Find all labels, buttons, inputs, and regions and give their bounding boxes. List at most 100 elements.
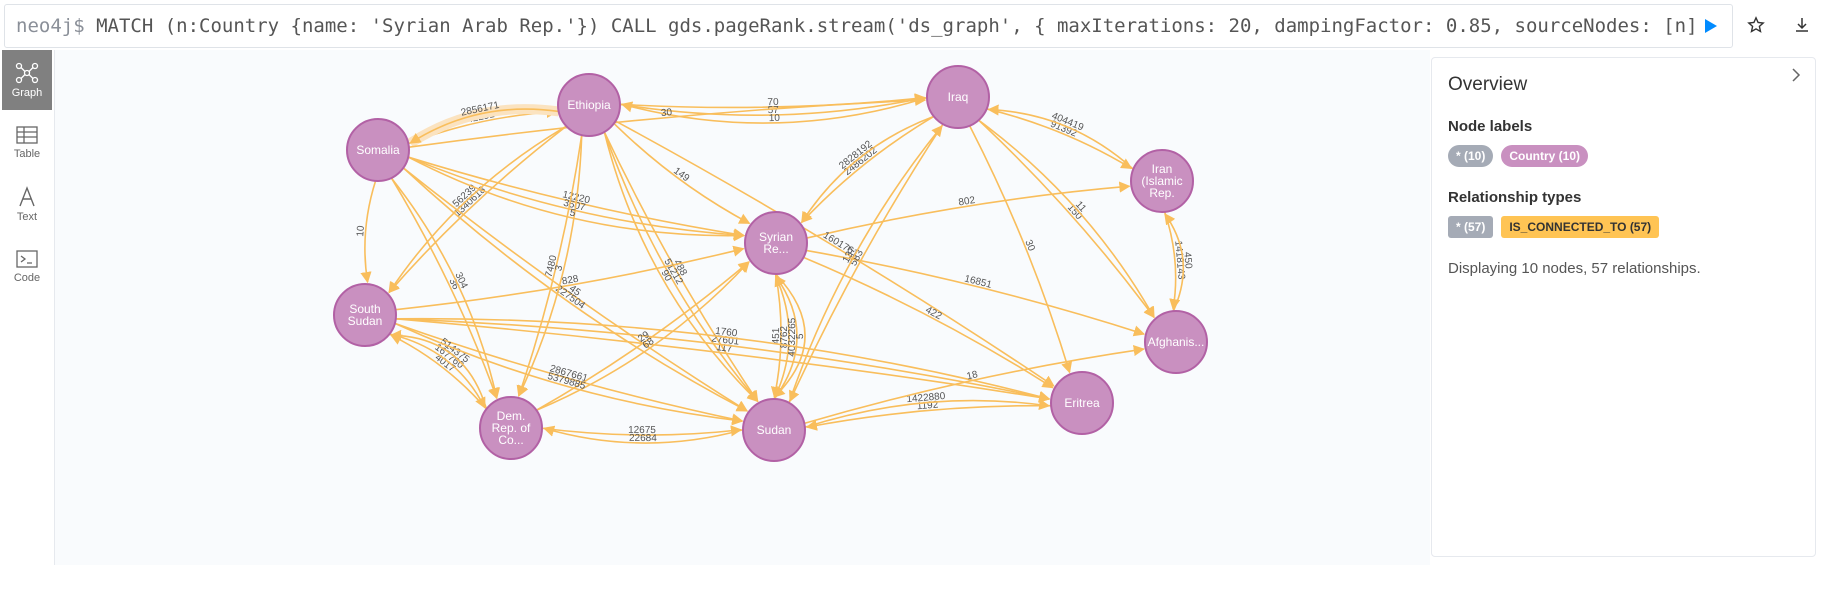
relationship-edge[interactable]: 10: [620, 96, 928, 124]
edge-line[interactable]: [388, 125, 567, 294]
relationship-edge[interactable]: 150: [978, 119, 1155, 319]
relationship-edge[interactable]: 5: [407, 156, 745, 242]
edge-line[interactable]: [987, 104, 1134, 170]
relationship-edge[interactable]: 451: [770, 273, 782, 399]
edge-line[interactable]: [389, 333, 486, 409]
edge-line[interactable]: [1164, 212, 1185, 312]
edge-line[interactable]: [402, 167, 749, 412]
edge-line[interactable]: [390, 177, 501, 400]
edge-line[interactable]: [613, 122, 751, 225]
node-circle[interactable]: [926, 65, 990, 129]
relationship-edge[interactable]: 12675: [541, 425, 743, 437]
edge-line[interactable]: [395, 245, 745, 311]
edge-line[interactable]: [407, 156, 745, 242]
node-circle[interactable]: [742, 398, 806, 462]
relationship-edge[interactable]: 5: [773, 273, 806, 398]
edge-line[interactable]: [408, 94, 927, 148]
edge-line[interactable]: [804, 344, 1145, 425]
relationship-edge[interactable]: 7480: [516, 135, 583, 397]
rel-type-chip-all[interactable]: * (57): [1448, 216, 1494, 238]
edge-line[interactable]: [395, 317, 1051, 403]
relationship-edge[interactable]: 2856171: [407, 100, 560, 148]
edge-line[interactable]: [394, 322, 744, 425]
edge-line[interactable]: [986, 108, 1133, 170]
relationship-edge[interactable]: 3: [518, 135, 583, 397]
relationship-edge[interactable]: 27601: [395, 317, 1051, 403]
edge-line[interactable]: [968, 125, 1073, 374]
node-circle[interactable]: [557, 73, 621, 137]
edge-line[interactable]: [516, 135, 583, 397]
edge-line[interactable]: [773, 274, 790, 400]
edge-line[interactable]: [541, 425, 743, 437]
node-circle[interactable]: [333, 283, 397, 347]
edge-line[interactable]: [804, 398, 1051, 429]
edge-line[interactable]: [789, 123, 944, 403]
edge-line[interactable]: [542, 425, 744, 444]
edge-line[interactable]: [360, 180, 377, 284]
relationship-edge[interactable]: 1192: [805, 400, 1052, 431]
edge-line[interactable]: [407, 156, 745, 241]
relationship-edge[interactable]: 149: [613, 122, 751, 225]
relationship-edge[interactable]: 404419: [987, 104, 1134, 170]
edge-line[interactable]: [603, 131, 759, 403]
relationship-edge[interactable]: 57: [619, 94, 927, 116]
edge-line[interactable]: [394, 322, 744, 426]
edge-line[interactable]: [402, 167, 749, 412]
edge-line[interactable]: [800, 115, 935, 224]
edge-line[interactable]: [615, 120, 1055, 387]
edge-line[interactable]: [978, 119, 1155, 319]
relationship-edge[interactable]: 18: [804, 344, 1145, 425]
relationship-edge[interactable]: 1601761: [615, 120, 1055, 387]
query-text[interactable]: MATCH (n:Country {name: 'Syrian Arab Rep…: [96, 15, 1696, 37]
country-node-iraq[interactable]: Iraq: [926, 65, 990, 129]
edge-line[interactable]: [518, 135, 583, 397]
fit-to-screen-button[interactable]: [1440, 503, 1474, 598]
relationship-edge[interactable]: 8762: [773, 274, 790, 400]
run-query-button[interactable]: [1696, 12, 1724, 40]
edge-line[interactable]: [395, 317, 1051, 402]
node-circle[interactable]: [479, 396, 543, 460]
relationship-edge[interactable]: 22684: [542, 425, 744, 444]
relationship-edge[interactable]: 1760: [395, 317, 1051, 402]
country-node-ethiopia[interactable]: Ethiopia: [557, 73, 621, 137]
relationship-edge[interactable]: 802: [806, 181, 1131, 239]
node-circle[interactable]: [1144, 310, 1208, 374]
edge-line[interactable]: [805, 404, 1052, 431]
edge-line[interactable]: [390, 177, 499, 400]
node-label-chip-all[interactable]: * (10): [1448, 145, 1494, 167]
country-node-sudan[interactable]: Sudan: [742, 398, 806, 462]
country-node-drc[interactable]: Dem.Rep. ofCo...: [479, 396, 543, 460]
edge-line[interactable]: [536, 261, 750, 411]
edge-line[interactable]: [770, 273, 782, 399]
edge-line[interactable]: [603, 131, 759, 403]
node-label-chip-country[interactable]: Country (10): [1501, 145, 1589, 167]
download-button[interactable]: [1787, 10, 1817, 40]
edge-line[interactable]: [801, 115, 935, 224]
edge-line[interactable]: [407, 156, 745, 240]
edge-line[interactable]: [773, 273, 806, 398]
relationship-edge[interactable]: 90: [603, 131, 759, 403]
node-circle[interactable]: [744, 211, 808, 275]
relationship-edge[interactable]: 1422880: [804, 391, 1051, 429]
view-code-button[interactable]: Code: [2, 236, 52, 296]
edge-line[interactable]: [803, 256, 1054, 389]
relationship-edge[interactable]: 30: [408, 94, 927, 148]
edge-line[interactable]: [978, 119, 1155, 319]
node-circle[interactable]: [1050, 371, 1114, 435]
relationship-edge[interactable]: 4032265: [773, 275, 798, 400]
country-node-eritrea[interactable]: Eritrea: [1050, 371, 1114, 435]
relationship-edge[interactable]: 828: [395, 245, 745, 311]
edge-line[interactable]: [395, 317, 1051, 403]
edge-line[interactable]: [536, 261, 750, 411]
relationship-edge[interactable]: 30: [968, 125, 1073, 374]
relationship-edge[interactable]: 11: [978, 119, 1155, 319]
edge-line[interactable]: [389, 329, 488, 410]
relationship-edge[interactable]: 514375: [389, 329, 488, 410]
country-node-somalia[interactable]: Somalia: [346, 118, 410, 182]
country-node-syria[interactable]: SyrianRe...: [744, 211, 808, 275]
relationship-edge[interactable]: 450: [1164, 212, 1194, 312]
view-graph-button[interactable]: Graph: [2, 50, 52, 110]
